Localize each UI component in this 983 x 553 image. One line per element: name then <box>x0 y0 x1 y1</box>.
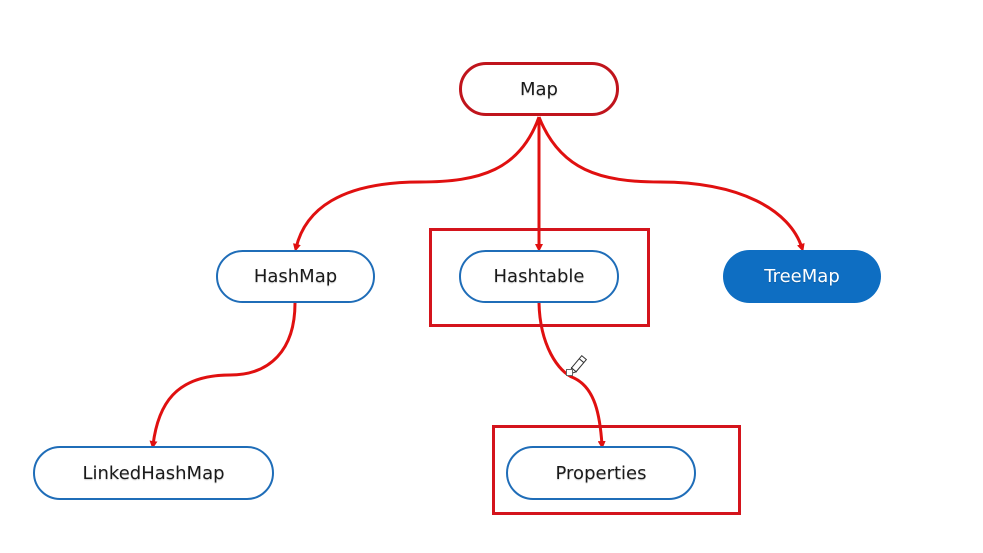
highlight-box-properties <box>492 425 741 515</box>
edge-hashmap-linkedhashmap <box>149 302 297 449</box>
node-properties-label: Properties <box>555 462 647 484</box>
node-treemap: TreeMap <box>723 250 881 303</box>
node-treemap-label: TreeMap <box>764 266 840 287</box>
node-hashmap: HashMap <box>216 250 375 303</box>
node-map: Map <box>459 62 619 116</box>
node-hashtable: Hashtable <box>459 250 619 303</box>
node-hashmap-label: HashMap <box>253 266 338 287</box>
node-map-label: Map <box>520 78 558 100</box>
highlight-box-hashtable <box>429 228 650 327</box>
node-linkedhashmap: LinkedHashMap <box>33 446 274 500</box>
edge-map-hashmap <box>293 116 541 252</box>
node-hashtable-label: Hashtable <box>493 266 585 287</box>
node-linkedhashmap-label: LinkedHashMap <box>82 462 225 484</box>
edge-hashtable-properties <box>537 302 606 449</box>
edge-map-treemap <box>537 116 805 252</box>
node-properties: Properties <box>506 446 696 500</box>
cursor-hotspot-marker <box>566 369 573 376</box>
